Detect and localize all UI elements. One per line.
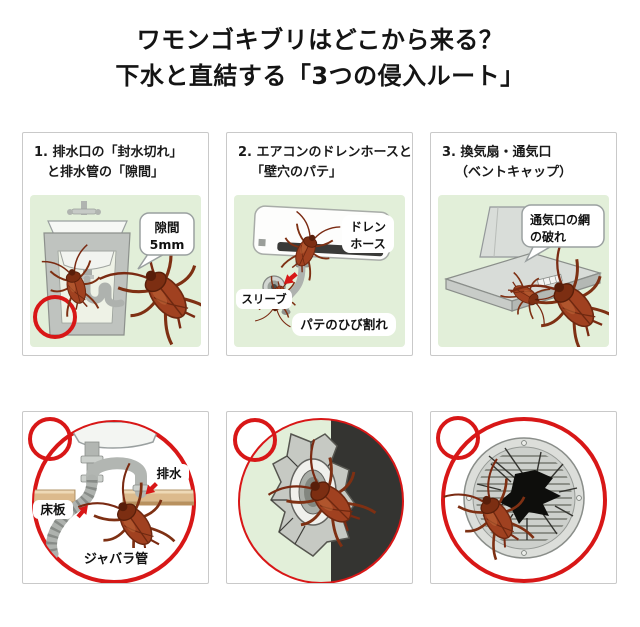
speech-bubble-gap: 隙間 5mm <box>137 212 195 270</box>
screw-icon <box>576 495 582 501</box>
panel-3-header: 3. 換気扇・通気口 （ベントキャップ） <box>431 133 616 193</box>
panel-3-header-line2: （ベントキャップ） <box>455 165 573 180</box>
screw-icon <box>521 440 527 446</box>
svg-text:スリーブ: スリーブ <box>241 292 287 306</box>
panel-3-header-line1: 3. 換気扇・通気口 <box>442 145 552 160</box>
panel-2-aircon: 2. エアコンのドレンホースと 「壁穴のパテ」 ドレン <box>226 132 413 356</box>
drain-pipe-closeup: 排水 床板 ジャバラ管 <box>28 417 196 583</box>
svg-text:床板: 床板 <box>40 502 66 517</box>
sink-illustration: 隙間 5mm <box>30 195 201 347</box>
label-floor-board: 床板 <box>33 500 92 521</box>
panel-2-header-line2: 「壁穴のパテ」 <box>251 165 343 180</box>
panel-1-header-line2: と排水管の「隙間」 <box>47 165 165 180</box>
top-row: 1. 排水口の「封水切れ」 と排水管の「隙間」 <box>22 132 640 356</box>
label-bellows-pipe: ジャバラ管 <box>75 548 157 569</box>
panel-1-drain: 1. 排水口の「封水切れ」 と排水管の「隙間」 <box>22 132 209 356</box>
panel-4-pipe-closeup: 排水 床板 ジャバラ管 <box>22 411 209 584</box>
magnifier-small-circle <box>28 417 72 461</box>
panel-6-ventcap-closeup <box>430 411 617 584</box>
panel-3-vent: 3. 換気扇・通気口 （ベントキャップ） <box>430 132 617 356</box>
aircon-illustration: ドレン ホース スリーブ パテのひび割れ <box>234 195 405 347</box>
hose-label-line1: ドレン <box>350 220 386 234</box>
range-hood-illustration: 通気口の網 の破れ <box>438 195 609 347</box>
mesh-label-line1: 通気口の網 <box>530 212 590 227</box>
panel-2-header-line1: 2. エアコンのドレンホースと <box>238 145 412 160</box>
magnifier-small-circle <box>233 418 277 462</box>
gap-label-line2: 5mm <box>150 237 185 252</box>
svg-text:ジャバラ管: ジャバラ管 <box>84 551 148 567</box>
title-line-2: 下水と直結する「3つの侵入ルート」 <box>115 62 525 90</box>
mesh-label-line2: の破れ <box>530 229 566 244</box>
torn-hole <box>499 470 561 524</box>
svg-text:パテのひび割れ: パテのひび割れ <box>300 317 388 332</box>
wall-hole-closeup <box>233 418 404 583</box>
label-sleeve: スリーブ <box>236 289 292 309</box>
page-title: ワモンゴキブリはどこから来る？ 下水と直結する「3つの侵入ルート」 <box>0 22 640 94</box>
label-drain: 排水 <box>141 464 189 499</box>
title-line-1: ワモンゴキブリはどこから来る？ <box>136 26 504 54</box>
magnifier-circle <box>441 417 607 583</box>
panel-2-header: 2. エアコンのドレンホースと 「壁穴のパテ」 <box>227 133 412 193</box>
label-drain-hose: ドレン ホース <box>342 215 394 253</box>
gap-label-line1: 隙間 <box>154 220 179 235</box>
panel-1-header-line1: 1. 排水口の「封水切れ」 <box>34 145 183 160</box>
svg-text:排水: 排水 <box>156 466 182 481</box>
panel-1-header: 1. 排水口の「封水切れ」 と排水管の「隙間」 <box>23 133 208 193</box>
sink-bottom <box>65 422 163 449</box>
closeup-scene <box>240 420 402 582</box>
screw-icon <box>521 550 527 556</box>
hose-label-line2: ホース <box>350 237 385 251</box>
magnifier-small-circle <box>436 416 480 460</box>
bottom-row: 排水 床板 ジャバラ管 <box>22 411 640 584</box>
speech-bubble-mesh: 通気口の網 の破れ <box>521 204 605 263</box>
label-putty-crack: パテのひび割れ <box>292 313 396 336</box>
highlight-circle <box>33 295 77 339</box>
panel-5-wall-closeup <box>226 411 413 584</box>
closeup-scene <box>34 422 194 577</box>
vent-cap-closeup <box>436 416 607 583</box>
